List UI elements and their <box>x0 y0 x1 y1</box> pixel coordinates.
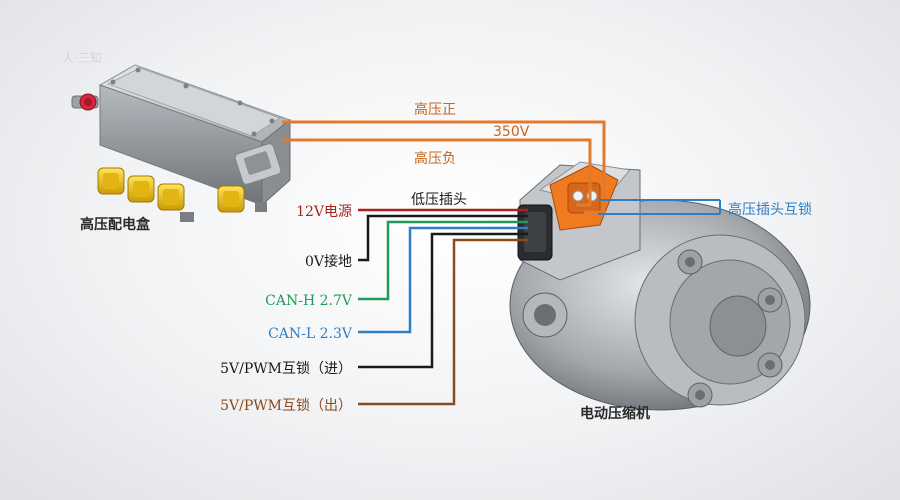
lv-plug-label: 低压插头 <box>411 192 467 208</box>
hv-negative-wire <box>282 138 592 207</box>
watermark: 人·三知 <box>62 51 102 65</box>
power-12v-label: 12V电源 <box>296 204 352 220</box>
can-l-label: CAN-L 2.3V <box>268 326 353 342</box>
hv-distribution-box-illustration <box>71 64 292 222</box>
interlock-out-label: 5V/PWM互锁（出） <box>220 398 352 414</box>
wiring <box>282 120 721 406</box>
voltage-label: 350V <box>493 124 530 140</box>
compressor-label: 电动压缩机 <box>580 405 650 422</box>
hv-positive-label: 高压正 <box>414 101 456 118</box>
can-h-label: CAN-H 2.7V <box>265 293 353 309</box>
electric-compressor-illustration <box>509 161 811 411</box>
wire-interlock-out <box>358 238 528 406</box>
hv-positive-wire <box>282 120 606 214</box>
hv-negative-label: 高压负 <box>414 150 456 167</box>
wire-can-l <box>358 226 528 334</box>
hv-plug-interlock-label: 高压插头互锁 <box>728 201 812 218</box>
hv-box-label: 高压配电盒 <box>80 216 151 233</box>
interlock-in-label: 5V/PWM互锁（进） <box>220 361 352 377</box>
wire-ground <box>358 214 528 262</box>
wire-interlock-in <box>358 232 528 369</box>
ground-0v-label: 0V接地 <box>305 253 352 270</box>
wire-can-h <box>358 220 528 301</box>
